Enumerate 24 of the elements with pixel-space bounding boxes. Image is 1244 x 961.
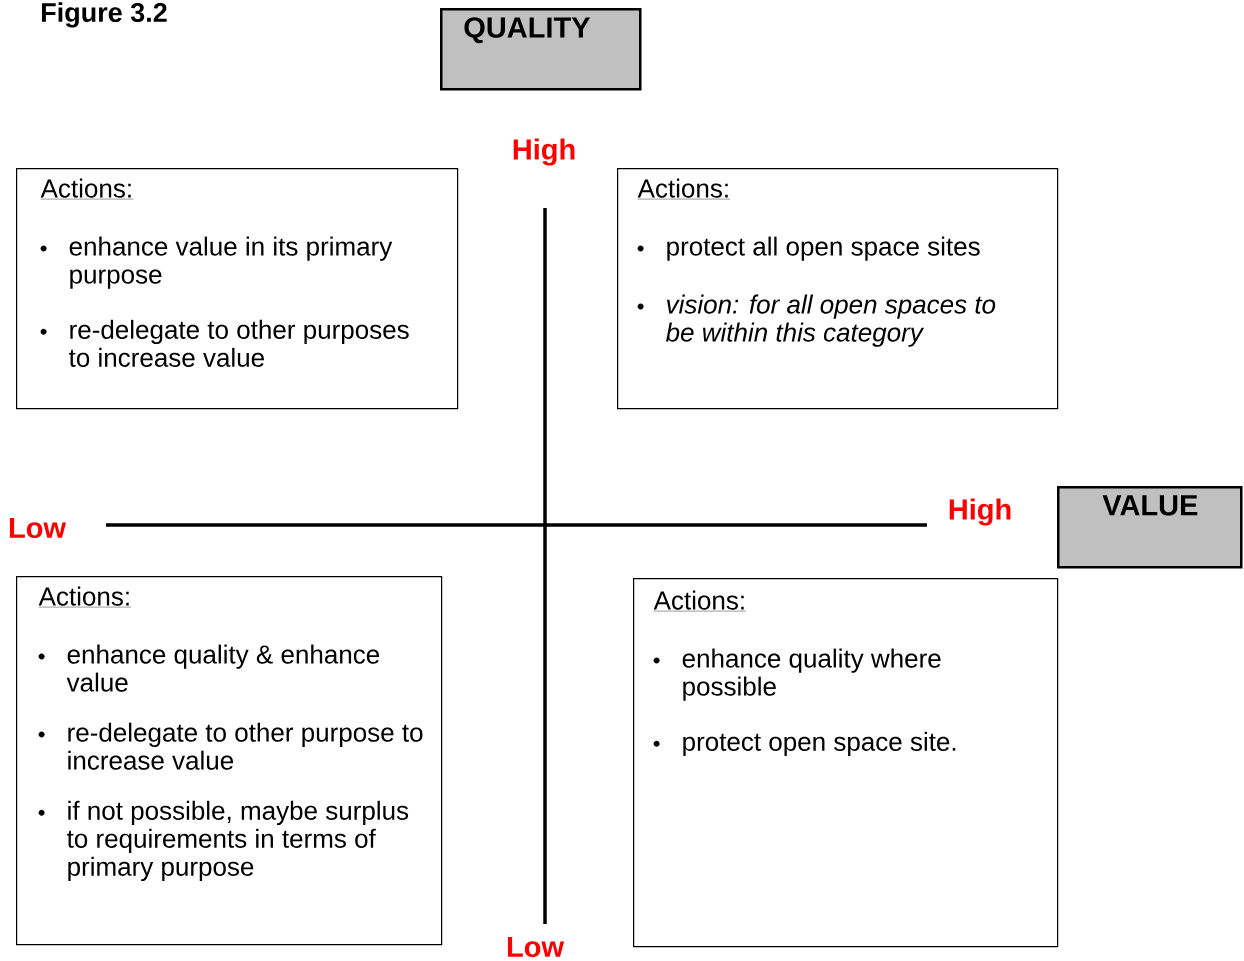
figure-title: Figure 3.2	[42, 2, 167, 28]
axis-title-box: VALUE	[1057, 486, 1243, 569]
heading: Actions:	[40, 178, 134, 200]
bullet-item: enhance quality where possible	[682, 648, 941, 701]
bullet-item: re-delegate to other purposes to increase value	[69, 319, 409, 367]
action-box	[16, 168, 459, 410]
action-box	[617, 168, 1059, 410]
bullet-item: enhance quality & enhance value	[66, 644, 380, 692]
axis-label: Low	[507, 936, 565, 958]
action-box	[16, 576, 443, 946]
axis-label: High	[513, 138, 575, 166]
action-box	[633, 578, 1059, 948]
heading: Actions:	[38, 586, 132, 608]
axis-label: Low	[9, 517, 67, 539]
bullet-item: re-delegate to other purpose to increase value	[68, 722, 423, 770]
bullet-item: enhance value in its primary purpose	[69, 236, 393, 289]
bullet-item: protect open space site.	[683, 731, 956, 757]
bullet-item: vision: for all open spaces to be within this category	[665, 294, 996, 347]
axis-title-box: QUALITY	[440, 8, 642, 91]
axis-label: High	[949, 498, 1011, 526]
bullet-item: if not possible, maybe surplus to requirements in terms of primary purpose	[67, 800, 409, 882]
heading: Actions:	[653, 590, 747, 612]
bullet-item: protect all open space sites	[667, 236, 980, 261]
heading: Actions:	[637, 178, 731, 200]
